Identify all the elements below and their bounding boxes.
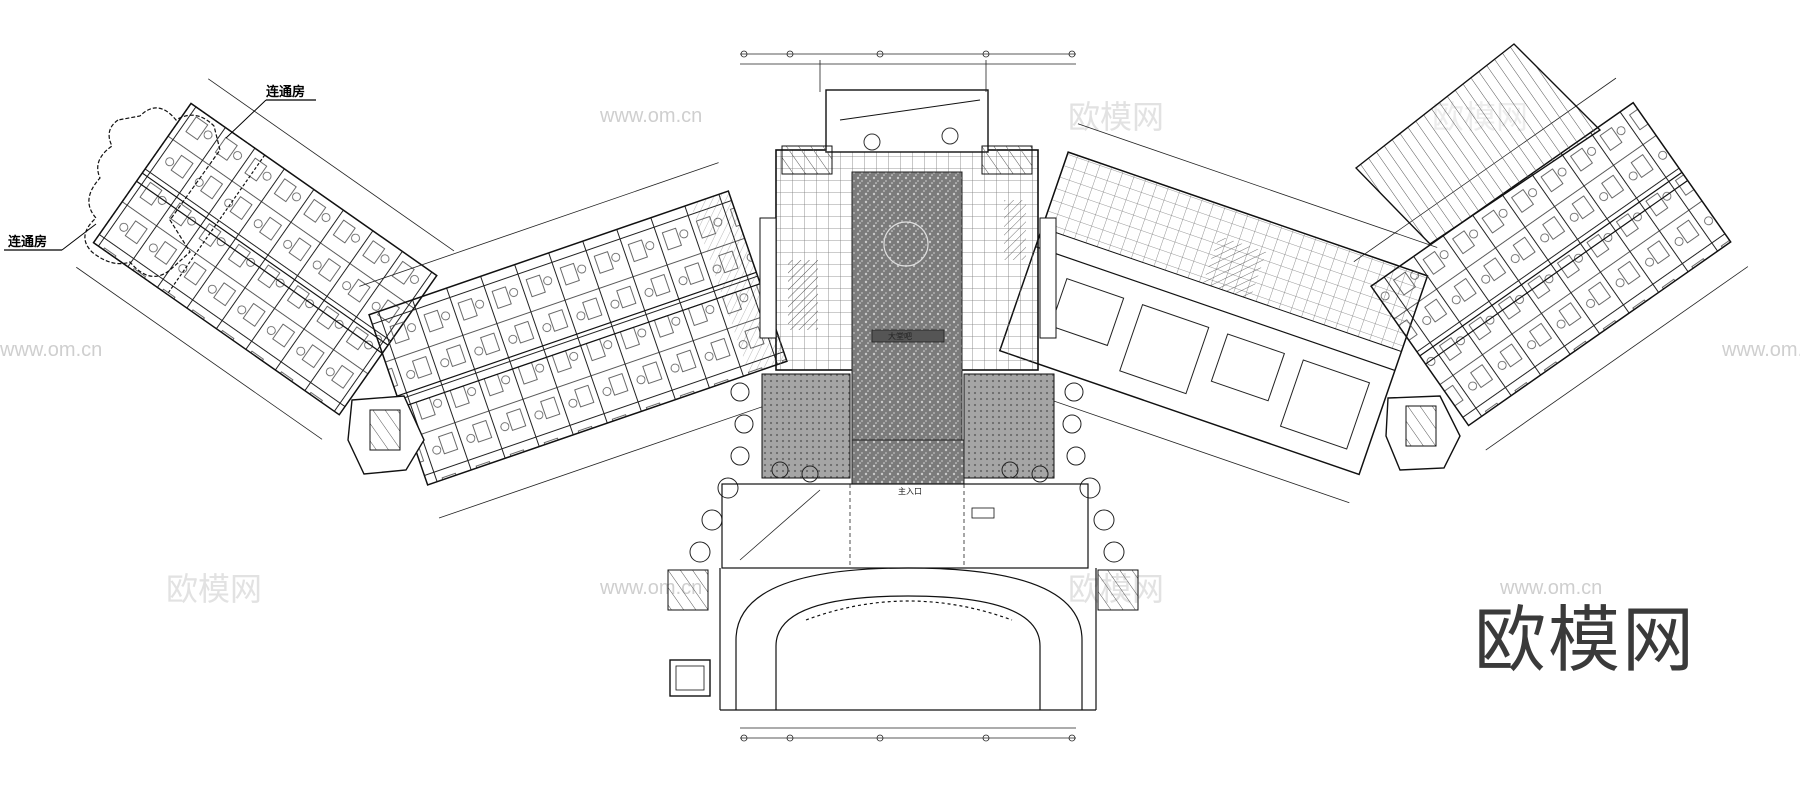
left-stair-tower bbox=[347, 395, 425, 475]
right-outer-wing bbox=[1353, 77, 1749, 451]
watermark-url: www.om.cn bbox=[599, 105, 702, 127]
brand-logo: 欧模网 bbox=[1474, 598, 1697, 682]
landscape-trees bbox=[689, 382, 1125, 563]
watermark-name: 欧模网 bbox=[166, 570, 262, 608]
watermark-name: 欧模网 bbox=[1068, 98, 1164, 136]
central-lobby: 大堂吧 bbox=[759, 149, 1057, 483]
forecourt: 主入口 bbox=[721, 483, 1089, 569]
driveway-arc bbox=[719, 567, 1097, 711]
right-canopy bbox=[1354, 43, 1602, 245]
callout-group: 连通房 连通房 bbox=[4, 84, 316, 251]
side-entry-stairs bbox=[667, 569, 1139, 611]
connecting-room-cloud bbox=[84, 107, 221, 277]
watermark-url: www.om.cn bbox=[1499, 577, 1602, 599]
right-stair-tower bbox=[1385, 395, 1461, 471]
lobby-tag: 大堂吧 bbox=[888, 331, 912, 341]
main-entrance-label: 主入口 bbox=[898, 486, 922, 496]
paved-terraces bbox=[761, 373, 1055, 485]
left-inner-wing bbox=[359, 162, 799, 519]
gate-kiosk bbox=[669, 659, 711, 697]
watermark-url: www.om.cn bbox=[0, 339, 102, 361]
callout-connecting-room: 连通房 bbox=[266, 84, 305, 100]
entrance-porch bbox=[781, 89, 1033, 175]
watermark-url: www.om.cn bbox=[1721, 339, 1800, 361]
dimension-strings bbox=[740, 50, 1076, 742]
callout-connecting-room: 连通房 bbox=[8, 234, 47, 250]
